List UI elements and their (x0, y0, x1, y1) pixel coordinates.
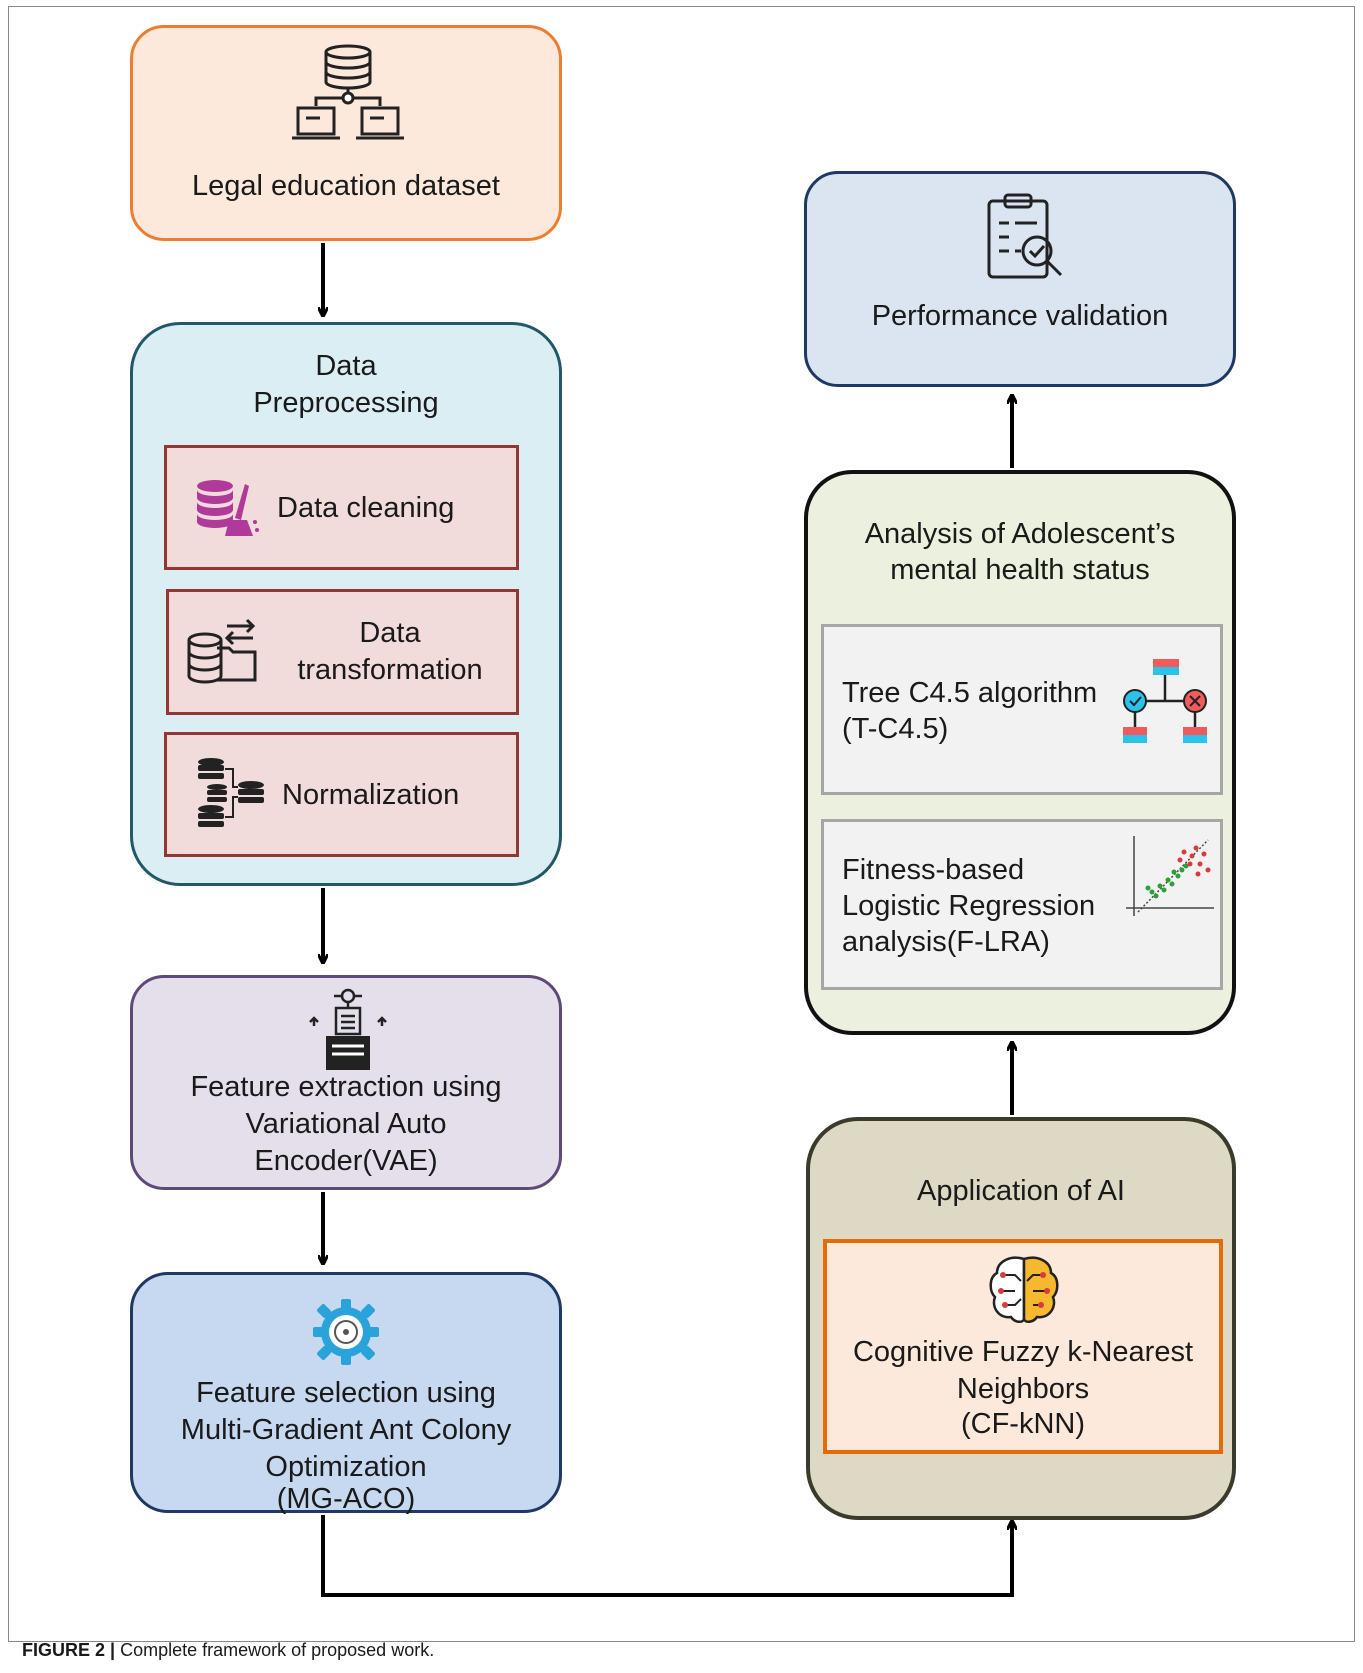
clipboard-check-icon (987, 193, 1063, 279)
application-ai-title: Application of AI (917, 1175, 1125, 1207)
performance-label: Performance validation (871, 300, 1169, 332)
analysis-title-2: mental health status (890, 554, 1150, 586)
application-ai-node: Application of AI Cognitive Fuzzy k-Near… (806, 1117, 1236, 1520)
step-data-transformation-label-1: Data (359, 617, 421, 649)
cf-knn-line-3: (CF-kNN) (960, 1408, 1085, 1440)
gear-icon (313, 1299, 379, 1365)
step-normalization-label: Normalization (282, 779, 460, 811)
data-cleaning-icon (197, 480, 259, 536)
method-flra-line-2: Logistic Regression (842, 890, 1096, 922)
step-data-transformation: Data transformation (166, 589, 519, 715)
feature-selection-node: Feature selection using Multi-Gradient A… (130, 1272, 562, 1515)
analysis-node: Analysis of Adolescent’s mental health s… (804, 470, 1236, 1035)
step-data-transformation-label-2: transformation (297, 654, 483, 686)
method-cf-knn: Cognitive Fuzzy k-Nearest Neighbors (CF-… (823, 1239, 1223, 1454)
arrow-aco-to-ai (321, 1515, 1012, 1597)
brain-icon (989, 1256, 1059, 1323)
encoder-icon (309, 988, 387, 1070)
feature-selection-line-2: Multi-Gradient Ant Colony (180, 1414, 512, 1446)
method-tree-c45-line-2: (T-C4.5) (842, 713, 949, 745)
database-network-icon (292, 44, 404, 140)
feature-extraction-line-2: Variational Auto (245, 1108, 447, 1140)
caption-label: FIGURE 2 | (22, 1640, 116, 1660)
cf-knn-line-2: Neighbors (956, 1373, 1090, 1405)
method-flra-line-1: Fitness-based (842, 854, 1025, 886)
method-tree-c45: Tree C4.5 algorithm (T-C4.5) (821, 624, 1223, 795)
feature-extraction-line-1: Feature extraction using (190, 1071, 502, 1103)
dataset-label: Legal education dataset (192, 170, 500, 202)
step-data-cleaning-label: Data cleaning (277, 492, 455, 524)
decision-tree-icon (1123, 659, 1207, 743)
method-logistic-regression: Fitness-based Logistic Regression analys… (821, 819, 1223, 990)
feature-selection-line-4: (MG-ACO) (276, 1483, 416, 1515)
feature-extraction-node: Feature extraction using Variational Aut… (130, 975, 562, 1190)
performance-node: Performance validation (804, 171, 1236, 387)
method-tree-c45-line-1: Tree C4.5 algorithm (842, 677, 1098, 709)
feature-extraction-line-3: Encoder(VAE) (254, 1145, 438, 1177)
preprocessing-node: Data Preprocessing Data cleaning (130, 322, 562, 886)
analysis-title-1: Analysis of Adolescent’s (864, 518, 1176, 550)
caption-text: Complete framework of proposed work. (115, 1640, 435, 1660)
data-transformation-icon (187, 618, 257, 684)
step-data-cleaning: Data cleaning (164, 445, 519, 570)
method-flra-line-3: analysis(F-LRA) (842, 926, 1050, 958)
dataset-node: Legal education dataset (130, 25, 562, 241)
preprocessing-title-1: Data (315, 350, 377, 382)
feature-selection-line-3: Optimization (265, 1451, 427, 1483)
feature-selection-line-1: Feature selection using (196, 1377, 496, 1409)
step-normalization: Normalization (164, 732, 519, 857)
scatter-plot-icon (1126, 836, 1214, 916)
figure-caption: FIGURE 2 | Complete framework of propose… (22, 1640, 434, 1661)
cf-knn-line-1: Cognitive Fuzzy k-Nearest (852, 1336, 1194, 1368)
normalization-icon (198, 758, 264, 827)
figure-frame (8, 6, 1355, 1642)
preprocessing-title-2: Preprocessing (253, 387, 439, 419)
